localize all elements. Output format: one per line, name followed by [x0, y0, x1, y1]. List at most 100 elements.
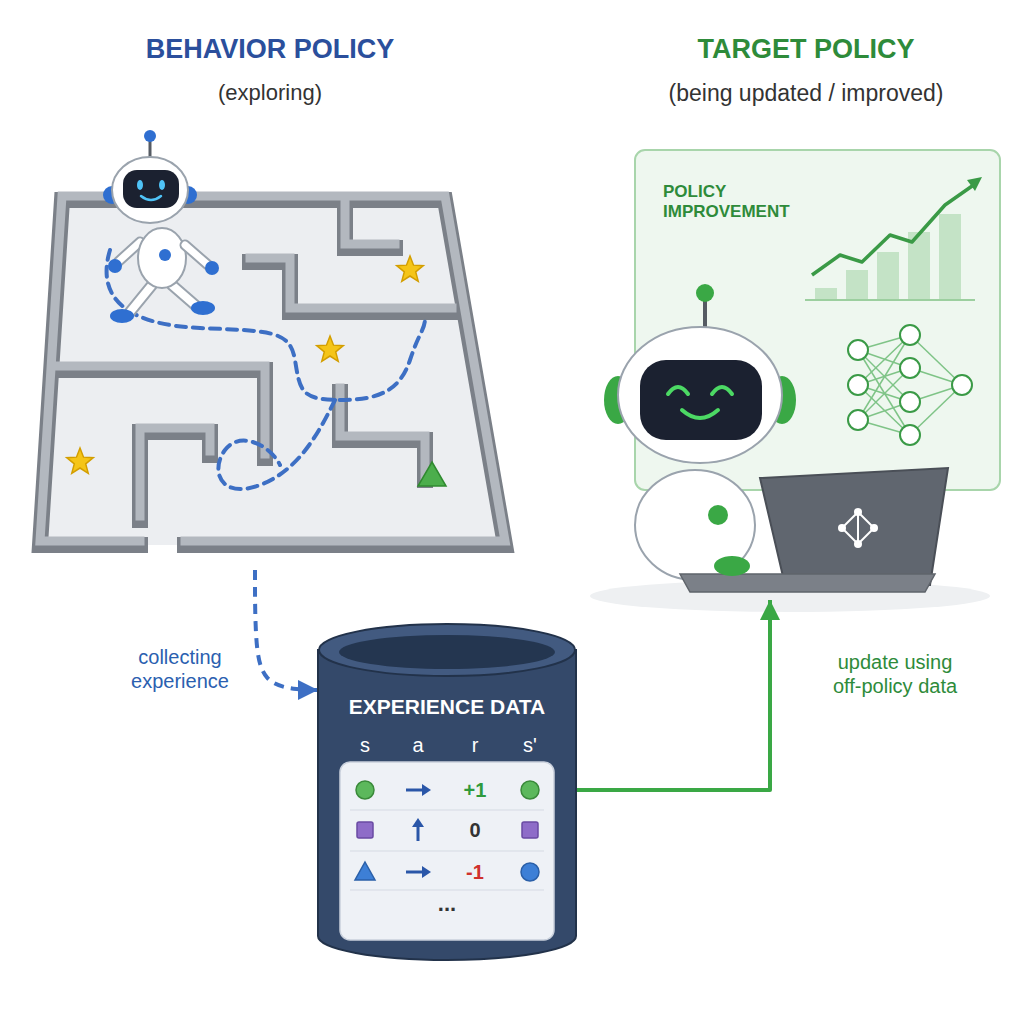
behavior-robot — [141, 196, 161, 200]
neural-network — [848, 410, 868, 430]
behavior-robot — [149, 140, 152, 158]
target-robot — [760, 468, 948, 585]
goal-triangle — [418, 462, 446, 486]
reward-star — [67, 448, 94, 473]
reward-cell: 0 — [450, 818, 500, 842]
state-symbol — [521, 781, 539, 799]
region-heading: BEHAVIOR POLICY — [20, 33, 520, 65]
region-subheading: (exploring) — [20, 80, 520, 106]
behavior-robot — [130, 285, 152, 312]
connector-arrow — [255, 570, 318, 690]
table-panel — [340, 762, 554, 940]
table-rule — [350, 810, 544, 811]
neural-network — [900, 325, 920, 345]
behavior-robot — [118, 242, 140, 262]
state-symbol — [522, 822, 538, 838]
cylinder-body — [318, 650, 576, 960]
improvement-chart — [877, 252, 899, 300]
reward-star — [67, 256, 424, 473]
behavior-robot — [110, 309, 134, 323]
region-heading: TARGET POLICY — [600, 33, 1012, 65]
behavior-robot — [185, 245, 208, 265]
target-robot — [703, 300, 707, 328]
action-arrow — [406, 789, 424, 792]
target-robot — [854, 540, 862, 548]
behavior-robot — [130, 285, 152, 312]
panel-heading: POLICY IMPROVEMENT — [663, 182, 823, 223]
behavior-robot — [172, 285, 195, 305]
behavior-robot — [159, 180, 165, 190]
policy-region: TARGET POLICY (being updated / improved) P… — [600, 25, 1012, 600]
state-symbol — [355, 862, 375, 880]
action-arrow — [412, 818, 424, 827]
neural-network — [848, 375, 868, 395]
action-arrow — [417, 825, 420, 841]
behavior-robot — [137, 180, 143, 190]
improvement-chart — [939, 214, 961, 300]
target-robot — [838, 508, 878, 548]
target-robot — [640, 360, 762, 440]
behavior-robot — [112, 157, 188, 223]
edge-label: update using off-policy data — [825, 650, 965, 698]
behavior-robot — [144, 130, 156, 142]
reward-star — [397, 256, 424, 281]
behavior-robot — [191, 301, 215, 315]
region-subheading: (being updated / improved) — [600, 80, 1012, 108]
target-robot — [838, 524, 846, 532]
behavior-robot — [138, 228, 186, 288]
target-robot — [618, 327, 782, 463]
improvement-chart — [812, 184, 975, 275]
improvement-chart — [846, 270, 868, 300]
neural-network — [848, 340, 868, 360]
ellipsis-cell: ... — [422, 891, 472, 917]
behavior-robot — [108, 259, 122, 273]
neural-network — [848, 325, 972, 445]
edge-label: collecting experience — [115, 645, 245, 693]
maze-wall-top — [40, 196, 505, 541]
target-robot — [857, 512, 859, 544]
target-robot — [854, 508, 862, 516]
maze-floor — [40, 200, 505, 545]
target-robot — [842, 512, 874, 544]
table-header: s — [340, 733, 390, 757]
neural-network — [858, 368, 910, 420]
table-rule — [350, 851, 544, 852]
store-heading: EXPERIENCE DATA — [318, 694, 576, 719]
behavior-robot — [205, 261, 219, 275]
behavior-robot — [185, 245, 208, 265]
target-robot — [870, 524, 878, 532]
action-arrow — [422, 866, 431, 878]
action-arrow — [422, 784, 431, 796]
table-header: r — [450, 733, 500, 757]
neural-network — [900, 392, 920, 412]
neural-network — [900, 358, 920, 378]
target-robot — [708, 505, 728, 525]
target-robot — [680, 574, 935, 592]
reward-star — [317, 336, 344, 361]
improvement-chart — [815, 288, 837, 300]
cylinder-top — [319, 624, 575, 676]
behavior-robot — [123, 170, 179, 208]
maze-wall — [40, 200, 505, 545]
cylinder-opening — [339, 635, 555, 669]
connector-arrow — [576, 600, 770, 790]
reward-cell: +1 — [450, 778, 500, 802]
table-header: s' — [505, 733, 555, 757]
maze — [40, 196, 505, 545]
target-robot — [696, 284, 714, 302]
target-robot — [682, 410, 718, 418]
target-robot — [590, 284, 990, 612]
target-robot — [635, 470, 755, 580]
state-symbol — [521, 863, 539, 881]
improvement-panel — [635, 150, 1000, 490]
target-robot — [668, 387, 688, 394]
reward-cell: -1 — [450, 860, 500, 884]
behavior-robot — [172, 285, 195, 305]
neural-network — [900, 425, 920, 445]
improvement-chart — [805, 299, 975, 301]
behavior-robot — [118, 242, 140, 262]
table-rule — [350, 890, 544, 891]
action-arrow — [406, 871, 424, 874]
target-robot — [714, 556, 750, 576]
state-symbol — [356, 781, 374, 799]
